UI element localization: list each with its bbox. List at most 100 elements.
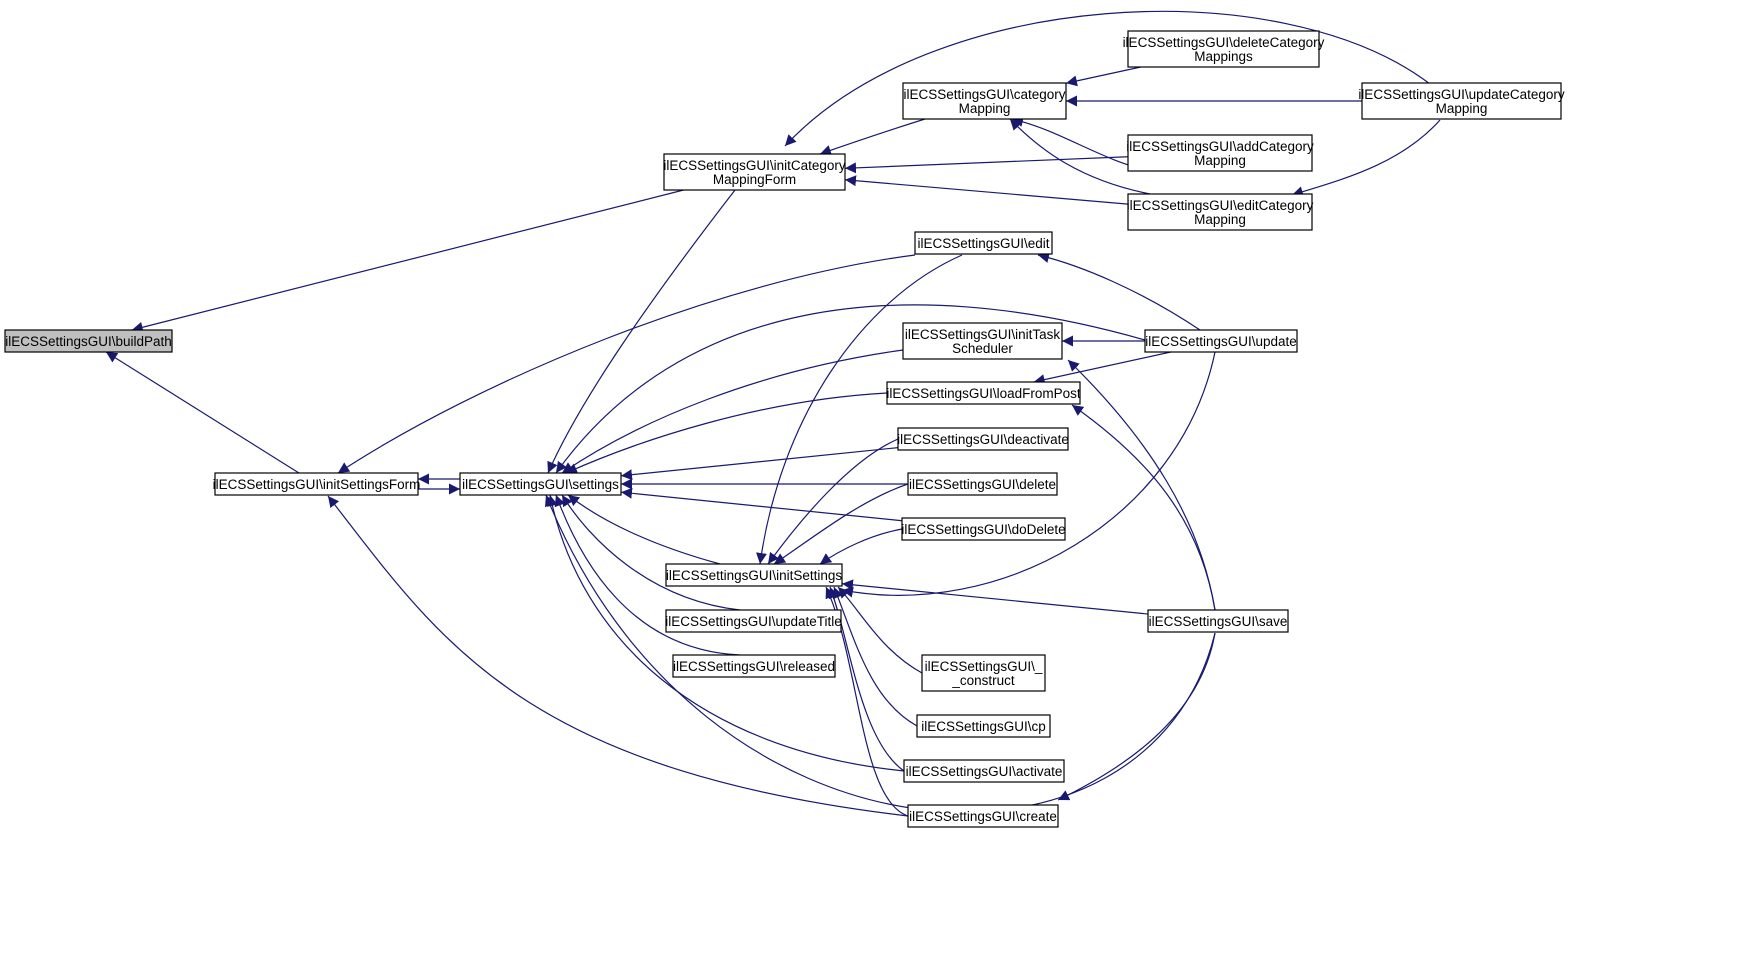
node-label: ilECSSettingsGUI\activate bbox=[906, 764, 1063, 779]
node-box bbox=[4, 329, 173, 353]
edge-save-to-initTaskScheduler bbox=[1067, 359, 1216, 611]
node-layer: ilECSSettingsGUI\buildPath ilECSSettingsG… bbox=[4, 30, 1565, 828]
node-label: ilECSSettingsGUI\initCategory bbox=[663, 158, 846, 173]
node-label: ilECSSettingsGUI\save bbox=[1149, 614, 1288, 629]
node-create[interactable]: ilECSSettingsGUI\create bbox=[907, 804, 1059, 828]
node-label: Mappings bbox=[1194, 49, 1253, 64]
node-deactivate[interactable]: ilECSSettingsGUI\deactivate bbox=[897, 427, 1069, 451]
node-updateTitle[interactable]: ilECSSettingsGUI\updateTitle bbox=[665, 609, 842, 633]
node-label: _construct bbox=[951, 673, 1015, 688]
node-label: ilECSSettingsGUI\released bbox=[673, 659, 835, 674]
node-box bbox=[1127, 134, 1313, 172]
edge-save-to-settings bbox=[544, 494, 1216, 813]
node-label: ilECSSettingsGUI\editCategory bbox=[1127, 198, 1314, 213]
node-label: Mapping bbox=[1194, 212, 1246, 227]
node-buildPath[interactable]: ilECSSettingsGUI\buildPath bbox=[4, 329, 173, 353]
edge-deactivate-to-settings bbox=[620, 447, 899, 481]
node-construct[interactable]: ilECSSettingsGUI\__construct bbox=[921, 654, 1046, 692]
edge-updateCategoryMapping-to-initCategoryMappingForm bbox=[784, 10, 1431, 147]
node-label: ilECSSettingsGUI\initSettings bbox=[666, 568, 843, 583]
node-initSettings[interactable]: ilECSSettingsGUI\initSettings bbox=[665, 563, 843, 587]
node-update[interactable]: ilECSSettingsGUI\update bbox=[1144, 329, 1298, 353]
node-box bbox=[907, 804, 1059, 828]
node-box bbox=[902, 322, 1063, 360]
edge-create-to-initSettingsForm bbox=[327, 495, 909, 817]
node-activate[interactable]: ilECSSettingsGUI\activate bbox=[903, 759, 1065, 783]
node-box bbox=[1127, 193, 1313, 231]
node-box bbox=[914, 231, 1053, 255]
edge-categoryMapping-to-initCategoryMappingForm bbox=[819, 118, 926, 156]
node-save[interactable]: ilECSSettingsGUI\save bbox=[1147, 609, 1289, 633]
node-loadFromPost[interactable]: ilECSSettingsGUI\loadFromPost bbox=[886, 381, 1081, 405]
node-label: ilECSSettingsGUI\category bbox=[903, 87, 1065, 102]
edge-editCategoryMapping-to-initCategoryMappingForm bbox=[844, 175, 1129, 205]
edge-deleteCategoryMappings-to-categoryMapping bbox=[1065, 66, 1141, 87]
node-released[interactable]: ilECSSettingsGUI\released bbox=[672, 654, 836, 678]
edge-released-to-settings bbox=[554, 494, 741, 656]
node-label: ilECSSettingsGUI\updateCategory bbox=[1358, 87, 1565, 102]
edge-deactivate-to-initSettings bbox=[767, 438, 899, 565]
edge-loadFromPost-to-settings bbox=[565, 392, 888, 474]
node-box bbox=[663, 153, 846, 191]
node-delete[interactable]: ilECSSettingsGUI\delete bbox=[907, 472, 1058, 496]
node-label: ilECSSettingsGUI\edit bbox=[917, 236, 1049, 251]
edge-initTaskScheduler-to-settings bbox=[561, 349, 904, 474]
edge-doDelete-to-initSettings bbox=[819, 528, 903, 565]
node-edit[interactable]: ilECSSettingsGUI\edit bbox=[914, 231, 1053, 255]
node-label: Mapping bbox=[959, 101, 1011, 116]
node-label: ilECSSettingsGUI\deleteCategory bbox=[1123, 35, 1325, 50]
node-label: Mapping bbox=[1194, 153, 1246, 168]
node-box bbox=[1147, 609, 1289, 633]
edge-save-to-initSettings bbox=[841, 579, 1149, 615]
edge-save-to-loadFromPost bbox=[1071, 404, 1216, 611]
node-label: ilECSSettingsGUI\updateTitle bbox=[665, 614, 842, 629]
edge-update-to-loadFromPost bbox=[1033, 351, 1171, 386]
node-box bbox=[665, 609, 842, 633]
node-box bbox=[886, 381, 1081, 405]
edge-update-to-settings bbox=[555, 304, 1146, 474]
edge-layer bbox=[105, 10, 1441, 817]
node-box bbox=[921, 654, 1046, 692]
node-box bbox=[902, 82, 1067, 120]
node-box bbox=[916, 714, 1051, 738]
node-box bbox=[901, 517, 1066, 541]
node-label: Mapping bbox=[1436, 101, 1488, 116]
node-box bbox=[214, 472, 419, 496]
edge-initSettingsForm-to-buildPath bbox=[105, 351, 300, 474]
node-box bbox=[1144, 329, 1298, 353]
node-settings[interactable]: ilECSSettingsGUI\settings bbox=[459, 472, 622, 496]
node-doDelete[interactable]: ilECSSettingsGUI\doDelete bbox=[901, 517, 1066, 541]
node-label: ilECSSettingsGUI\addCategory bbox=[1126, 139, 1314, 154]
edge-update-to-initSettings bbox=[841, 351, 1216, 598]
node-box bbox=[1127, 30, 1320, 68]
node-box bbox=[907, 472, 1058, 496]
edge-save-to-create bbox=[1057, 632, 1216, 801]
edge-update-to-edit bbox=[1037, 252, 1201, 331]
node-box bbox=[897, 427, 1069, 451]
node-label: ilECSSettingsGUI\settings bbox=[462, 477, 619, 492]
edge-edit-to-initSettings bbox=[756, 254, 963, 565]
node-box bbox=[665, 563, 843, 587]
edge-initSettings-to-settings bbox=[567, 494, 721, 565]
node-initSettingsForm[interactable]: ilECSSettingsGUI\initSettingsForm bbox=[213, 472, 421, 496]
node-label: ilECSSettingsGUI\create bbox=[909, 809, 1057, 824]
edge-edit-to-initSettingsForm bbox=[337, 254, 916, 474]
node-label: ilECSSettingsGUI\initTask bbox=[905, 327, 1061, 342]
edge-activate-to-settings bbox=[546, 494, 905, 772]
node-box bbox=[903, 759, 1065, 783]
edge-doDelete-to-settings bbox=[620, 487, 903, 522]
node-cp[interactable]: ilECSSettingsGUI\cp bbox=[916, 714, 1051, 738]
edge-delete-to-initSettings bbox=[773, 483, 909, 565]
node-label: MappingForm bbox=[713, 172, 796, 187]
edge-updateTitle-to-settings bbox=[561, 494, 741, 611]
edge-cp-to-initSettings bbox=[832, 586, 918, 727]
node-label: ilECSSettingsGUI\loadFromPost bbox=[886, 386, 1081, 401]
edge-initCategoryMappingForm-to-buildPath bbox=[131, 189, 684, 333]
